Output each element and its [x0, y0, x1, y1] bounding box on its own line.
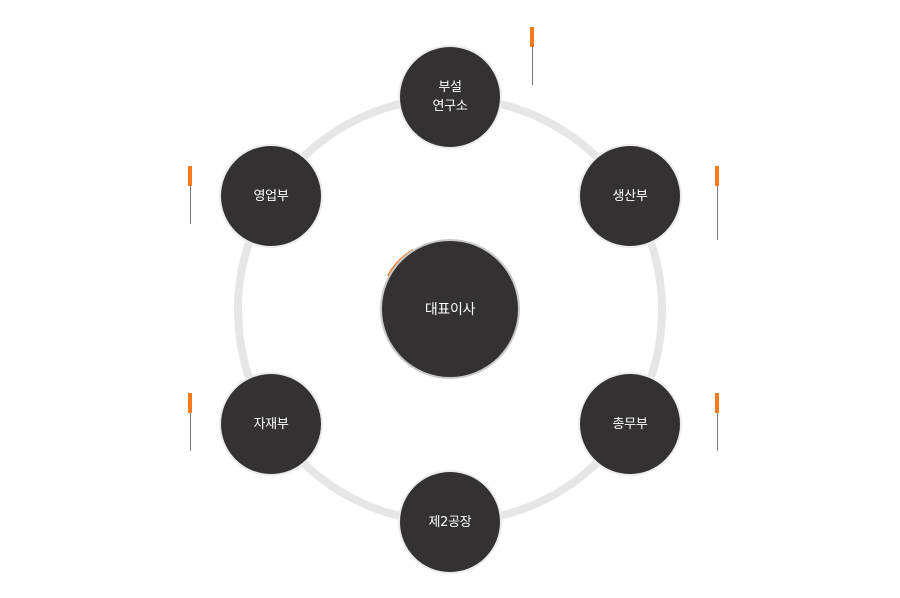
department-node-general-affairs[interactable]: 총무부 — [580, 374, 680, 474]
ceo-label: 대표이사 — [424, 302, 476, 318]
marker-research — [530, 27, 534, 85]
department-node-production[interactable]: 생산부 — [580, 146, 680, 246]
ceo-node[interactable]: 대표이사 — [382, 241, 518, 377]
department-node-research[interactable]: 부설 연구소 — [400, 47, 500, 147]
marker-stem — [531, 47, 533, 85]
marker-stem — [189, 413, 191, 451]
marker-cap — [715, 166, 719, 186]
department-label-sales: 영업부 — [253, 188, 289, 204]
department-label-factory2: 제2공장 — [428, 514, 472, 530]
department-label-production: 생산부 — [612, 188, 648, 204]
marker-general-affairs — [715, 393, 719, 451]
department-node-factory2[interactable]: 제2공장 — [400, 472, 500, 572]
marker-sales — [188, 166, 192, 224]
marker-cap — [188, 166, 192, 186]
department-label-materials: 자재부 — [253, 416, 289, 432]
department-label-research: 부설 연구소 — [432, 80, 468, 114]
marker-cap — [530, 27, 534, 47]
department-node-materials[interactable]: 자재부 — [221, 374, 321, 474]
department-label-general-affairs: 총무부 — [612, 416, 648, 432]
marker-stem — [716, 186, 718, 240]
marker-materials — [188, 393, 192, 451]
marker-stem — [189, 186, 191, 224]
marker-cap — [715, 393, 719, 413]
marker-cap — [188, 393, 192, 413]
department-node-sales[interactable]: 영업부 — [221, 146, 321, 246]
marker-stem — [716, 413, 718, 451]
marker-production — [715, 166, 719, 240]
